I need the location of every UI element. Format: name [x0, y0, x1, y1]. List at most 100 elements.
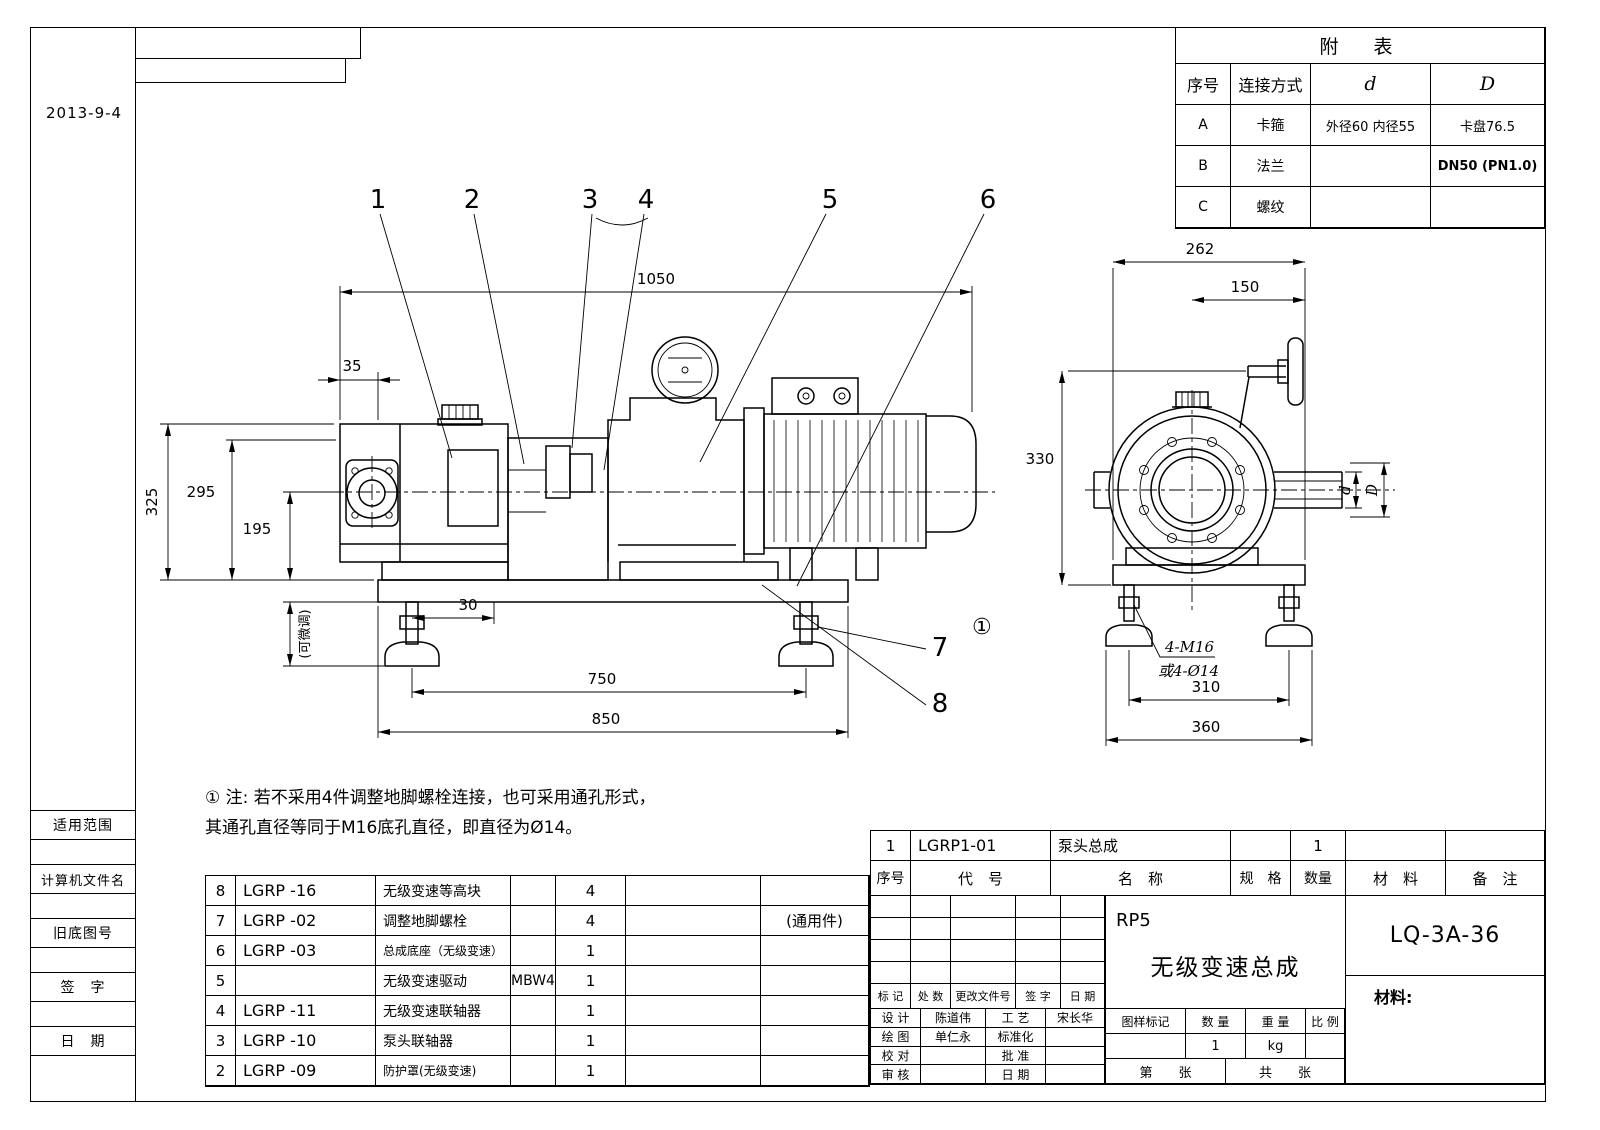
process-label: 工 艺: [986, 1009, 1046, 1028]
part-note: [761, 876, 869, 906]
attached-B-method: 法兰: [1231, 146, 1311, 187]
hdr-spec: 规 格: [1231, 861, 1291, 896]
part-qty: 4: [556, 876, 626, 906]
part-code: [236, 966, 376, 996]
sheet-border: [30, 27, 1546, 1102]
stamp-qty-label: 数 量: [1186, 1009, 1246, 1034]
sheet-total: 共 张: [1226, 1059, 1345, 1084]
draw-name: 单仁永: [921, 1027, 986, 1047]
rev-cell: [911, 940, 951, 962]
callout-7: 7: [932, 633, 949, 663]
rev-cell: [951, 918, 1016, 940]
rev-cell: [871, 918, 911, 940]
part-callouts: 1 2 3 4 5 6 7 8 ①: [370, 185, 997, 719]
parts-row-4: 4 LGRP -11 无级变速联轴器 1: [206, 996, 869, 1026]
stamp-scale-label: 比 例: [1306, 1009, 1345, 1034]
attached-C-d: [1311, 187, 1431, 228]
front-view: [328, 336, 995, 667]
rev-cell: [1061, 940, 1105, 962]
item-no: 1: [871, 831, 911, 861]
note-line-1: ① 注: 若不采用4件调整地脚螺栓连接，也可采用通孔形式，: [205, 788, 656, 808]
note-line-2: 其通孔直径等同于M16底孔直径，即直径为Ø14。: [205, 818, 582, 838]
approve-label: 批 准: [986, 1046, 1046, 1066]
approve-name: [1046, 1046, 1105, 1066]
part-no: 4: [206, 996, 236, 1026]
rev-cell: [911, 962, 951, 984]
rev-cell: [1016, 896, 1061, 918]
part-material: [626, 1026, 761, 1056]
rev-cell: [1061, 896, 1105, 918]
part-code: LGRP -09: [236, 1056, 376, 1086]
sign-date-label: 日 期: [986, 1065, 1046, 1084]
hdr-code: 代 号: [911, 861, 1051, 896]
process-name: 宋长华: [1046, 1009, 1105, 1028]
parts-row-2: 2 LGRP -09 防护罩(无级变速) 1: [206, 1056, 869, 1086]
handwheel: [1239, 337, 1304, 429]
part-name: 调整地脚螺栓: [376, 906, 511, 936]
part-name: 防护罩(无级变速): [376, 1056, 511, 1086]
rev-cell: [871, 962, 911, 984]
item-code: LGRP1-01: [911, 831, 1051, 861]
stamp-scale-value: [1306, 1034, 1345, 1059]
part-spec: [511, 1026, 556, 1056]
part-name: 无级变速驱动: [376, 966, 511, 996]
part-spec: [511, 936, 556, 966]
stamp-qty-value: 1: [1186, 1034, 1246, 1059]
part-note: [761, 936, 869, 966]
motor-front: [743, 377, 977, 581]
part-material: [626, 876, 761, 906]
part-spec: [511, 996, 556, 1026]
rev-hdr-count: 处 数: [911, 984, 951, 1009]
part-note: [761, 1026, 869, 1056]
note-reference-circle-1: ①: [972, 615, 992, 640]
standard-name: [1046, 1027, 1105, 1047]
stamp-weight-unit: kg: [1246, 1034, 1306, 1059]
parts-row-3: 3 LGRP -10 泵头联轴器 1: [206, 1026, 869, 1056]
part-code: LGRP -16: [236, 876, 376, 906]
part-material: [626, 936, 761, 966]
rev-hdr-date: 日 期: [1061, 984, 1105, 1009]
check-name: [921, 1046, 986, 1066]
attached-A-no: A: [1176, 105, 1231, 146]
dim-330: 330: [1026, 450, 1055, 468]
sidebar-box-old-drawing-no: 旧底图号: [30, 918, 136, 948]
rev-cell: [871, 940, 911, 962]
rev-cell: [1061, 918, 1105, 940]
dim-195: 195: [243, 520, 272, 538]
callout-2: 2: [464, 185, 481, 215]
part-note: [761, 996, 869, 1026]
part-qty: 1: [556, 996, 626, 1026]
dim-shaft-d: d: [1336, 485, 1354, 495]
dim-1050: 1050: [637, 270, 675, 288]
stamp-mark-label: 图样标记: [1106, 1009, 1186, 1034]
attached-C-no: C: [1176, 187, 1231, 228]
callout-8: 8: [932, 689, 949, 719]
rev-cell: [951, 940, 1016, 962]
dim-360: 360: [1192, 718, 1221, 736]
part-no: 3: [206, 1026, 236, 1056]
callout-4: 4: [638, 185, 655, 215]
callout-1: 1: [370, 185, 387, 215]
part-spec: [511, 906, 556, 936]
dim-30: 30: [458, 596, 477, 614]
design-label: 设 计: [871, 1009, 921, 1028]
part-no: 2: [206, 1056, 236, 1086]
rev-cell: [911, 896, 951, 918]
hdr-no: 序号: [871, 861, 911, 896]
revision-box-1: [135, 27, 361, 59]
sidebar-box-date: 日 期: [30, 1026, 136, 1056]
drawing-number: LQ-3A-36: [1346, 896, 1545, 976]
attached-row-A: A 卡箍 外径60 内径55 卡盘76.5: [1176, 105, 1545, 146]
revision-box-2: [135, 59, 346, 83]
part-qty: 1: [556, 1056, 626, 1086]
product-title: 无级变速总成: [1150, 955, 1301, 981]
drawing-note: ① 注: 若不采用4件调整地脚螺栓连接，也可采用通孔形式， 其通孔直径等同于M1…: [205, 788, 656, 838]
title-header-row: 序号 代 号 名 称 规 格 数量 材 料 备 注: [871, 861, 1545, 896]
rev-hdr-sign: 签 字: [1016, 984, 1061, 1009]
rev-cell: [1061, 962, 1105, 984]
dim-325: 325: [143, 488, 161, 517]
callout-6: 6: [980, 185, 997, 215]
rev-cell: [951, 896, 1016, 918]
attached-B-D: DN50 (PN1.0): [1431, 146, 1545, 187]
